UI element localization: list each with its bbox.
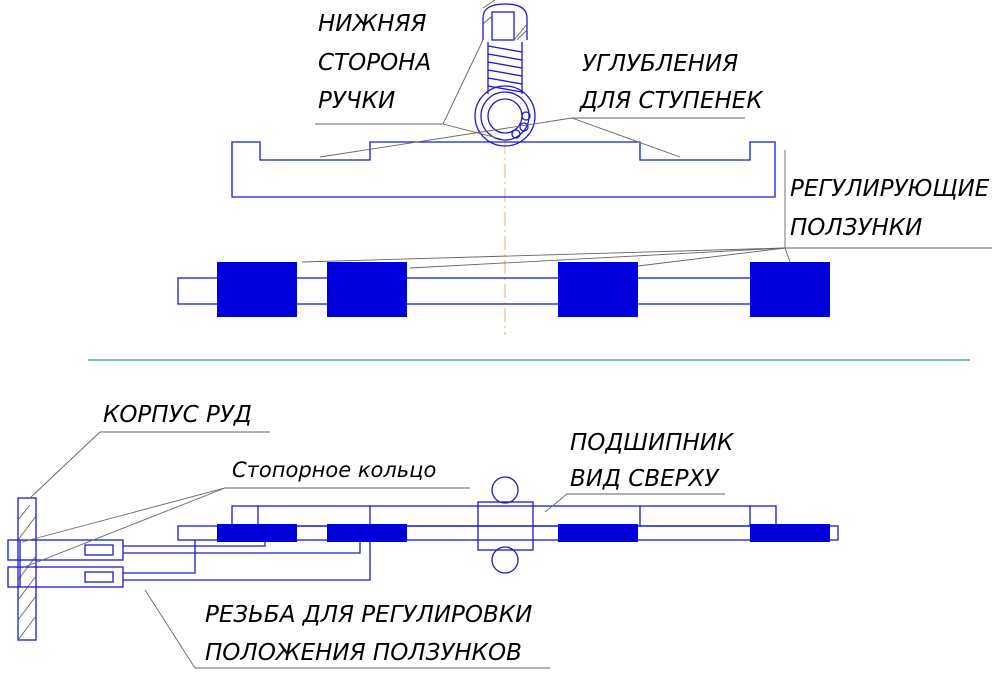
label-sliders: РЕГУЛИРУЮЩИЕ ПОЛЗУНКИ (790, 176, 990, 241)
label-line: НИЖНЯЯ (318, 11, 427, 37)
label-line: ПОДШИПНИК (570, 430, 735, 456)
bearing-top (477, 476, 534, 574)
label-thread: РЕЗЬБА ДЛЯ РЕГУЛИРОВКИ ПОЛОЖЕНИЯ ПОЛЗУНК… (205, 602, 532, 666)
label-recesses: УГЛУБЛЕНИЯ ДЛЯ СТУПЕНЕК (579, 51, 764, 114)
label-line: УГЛУБЛЕНИЯ (582, 51, 738, 77)
label-bearing: ПОДШИПНИК ВИД СВЕРХУ (570, 430, 735, 492)
slider-bar-top (177, 262, 830, 317)
label-line: РЕГУЛИРУЮЩИЕ (790, 176, 990, 202)
label-retaining-ring: Стопорное кольцо (232, 458, 436, 482)
leader-lines-bottom (21, 431, 725, 669)
label-housing: КОРПУС РУД (103, 402, 252, 428)
handle-bottom-plate (231, 141, 776, 198)
label-line: РУЧКИ (318, 88, 395, 114)
spring-plunger (482, 0, 528, 94)
label-line: ПОЛОЖЕНИЯ ПОЛЗУНКОВ (205, 640, 522, 666)
label-handle-bottom: НИЖНЯЯ СТОРОНА РУЧКИ (318, 11, 431, 114)
slider-block (558, 262, 638, 317)
slider-rail-bottom (177, 505, 839, 542)
slider-block (217, 262, 297, 317)
label-line: РЕЗЬБА ДЛЯ РЕГУЛИРОВКИ (205, 602, 532, 628)
slider-block (327, 262, 407, 317)
leader-lines-top (301, 39, 992, 269)
label-line: СТОРОНА (318, 50, 431, 76)
slider-block (327, 524, 407, 542)
label-line: ДЛЯ СТУПЕНЕК (579, 88, 764, 114)
housing-wall (17, 497, 37, 641)
label-line: ВИД СВЕРХУ (570, 466, 720, 492)
threaded-rods (7, 528, 371, 588)
slider-block (750, 524, 830, 542)
label-line: ПОЛЗУНКИ (790, 215, 922, 241)
bearing-side (474, 85, 536, 147)
slider-block (750, 262, 830, 317)
slider-block (558, 524, 638, 542)
slider-block (217, 524, 297, 542)
